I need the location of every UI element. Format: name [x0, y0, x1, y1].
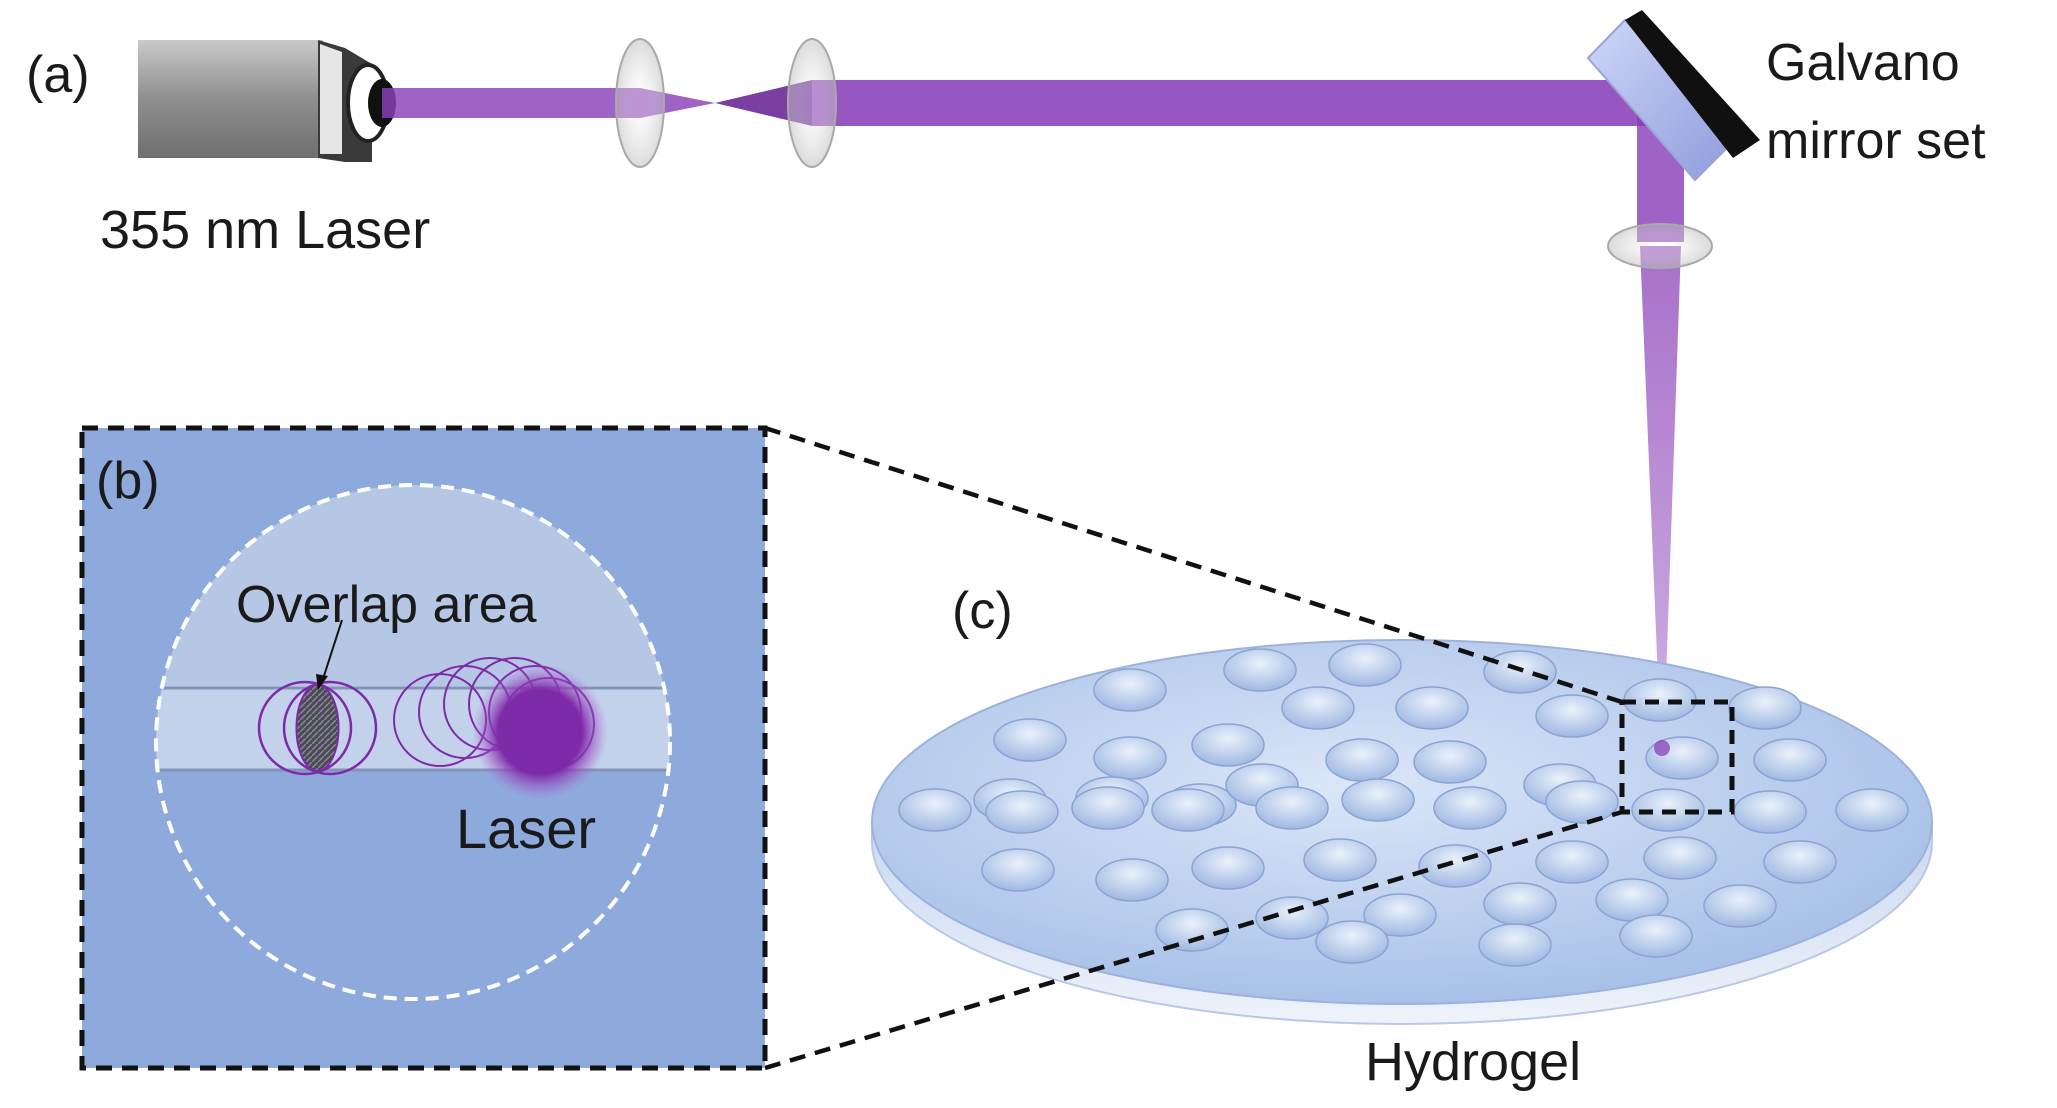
laser-source-label: 355 nm Laser: [100, 200, 430, 260]
hydrogel-well: [1151, 788, 1225, 832]
galvano-label-line1: Galvano: [1766, 34, 1960, 92]
hydrogel-well: [1255, 896, 1329, 940]
galvano-mirror-icon: [1586, 10, 1760, 182]
hydrogel-well: [1643, 836, 1717, 880]
hydrogel-well: [1341, 778, 1415, 822]
overlap-illustration: [257, 619, 608, 800]
hydrogel-well: [1483, 882, 1557, 926]
hydrogel-well: [1155, 908, 1229, 952]
scan-area-box: [1619, 699, 1735, 815]
hydrogel-well: [898, 788, 972, 832]
laser-source-icon: [138, 40, 396, 162]
hydrogel-well: [1753, 738, 1827, 782]
panel-label-b: (b): [96, 452, 160, 510]
hydrogel-well: [1191, 723, 1265, 767]
galvano-label-line2: mirror set: [1766, 112, 1986, 170]
laser-spot-label: Laser: [456, 797, 596, 860]
hydrogel-well: [1093, 668, 1167, 712]
overlap-area-label: Overlap area: [236, 576, 537, 634]
hydrogel-well: [1191, 846, 1265, 890]
hydrogel-well: [1535, 840, 1609, 884]
hydrogel-well: [1728, 686, 1802, 730]
hydrogel-well: [985, 790, 1059, 834]
hydrogel-well: [1483, 650, 1557, 694]
hydrogel-well: [1315, 920, 1389, 964]
hydrogel-well: [1835, 788, 1909, 832]
hydrogel-disc: [871, 639, 1933, 1025]
hydrogel-well: [1418, 844, 1492, 888]
hydrogel-well: [1478, 923, 1552, 967]
hydrogel-well: [1223, 648, 1297, 692]
hydrogel-well: [1535, 694, 1609, 738]
hydrogel-well: [1303, 838, 1377, 882]
focus-spot: [1654, 740, 1670, 756]
panel-label-a: (a): [26, 46, 90, 104]
hydrogel-label: Hydrogel: [1365, 1032, 1581, 1092]
hydrogel-well: [981, 848, 1055, 892]
expander-lens-2-icon: [787, 38, 837, 168]
expander-lens-1-icon: [615, 38, 665, 168]
hydrogel-well: [1255, 786, 1329, 830]
hydrogel-well: [1763, 840, 1837, 884]
hydrogel-wells: [898, 643, 1909, 967]
inset-panel: [79, 425, 768, 1071]
hydrogel-well: [1545, 780, 1619, 824]
hydrogel-well: [1325, 738, 1399, 782]
hydrogel-well: [1328, 643, 1402, 687]
focusing-lens-icon: [1607, 223, 1713, 269]
hydrogel-well: [1733, 790, 1807, 834]
hydrogel-well: [1071, 786, 1145, 830]
hydrogel-well: [1433, 786, 1507, 830]
hydrogel-well: [1413, 740, 1487, 784]
laser-spot-icon: [472, 664, 608, 800]
hydrogel-well: [1395, 686, 1469, 730]
hydrogel-well: [1363, 893, 1437, 937]
hydrogel-well: [1095, 858, 1169, 902]
hydrogel-well: [1281, 686, 1355, 730]
overlap-area-fill: [295, 684, 340, 772]
zoom-line-top: [764, 425, 1623, 705]
hydrogel-well: [1093, 736, 1167, 780]
panel-label-c: (c): [952, 582, 1013, 640]
hydrogel-well: [1703, 884, 1777, 928]
zoom-line-bottom: [764, 809, 1623, 1071]
hydrogel-well: [993, 718, 1067, 762]
hydrogel-well: [1619, 914, 1693, 958]
